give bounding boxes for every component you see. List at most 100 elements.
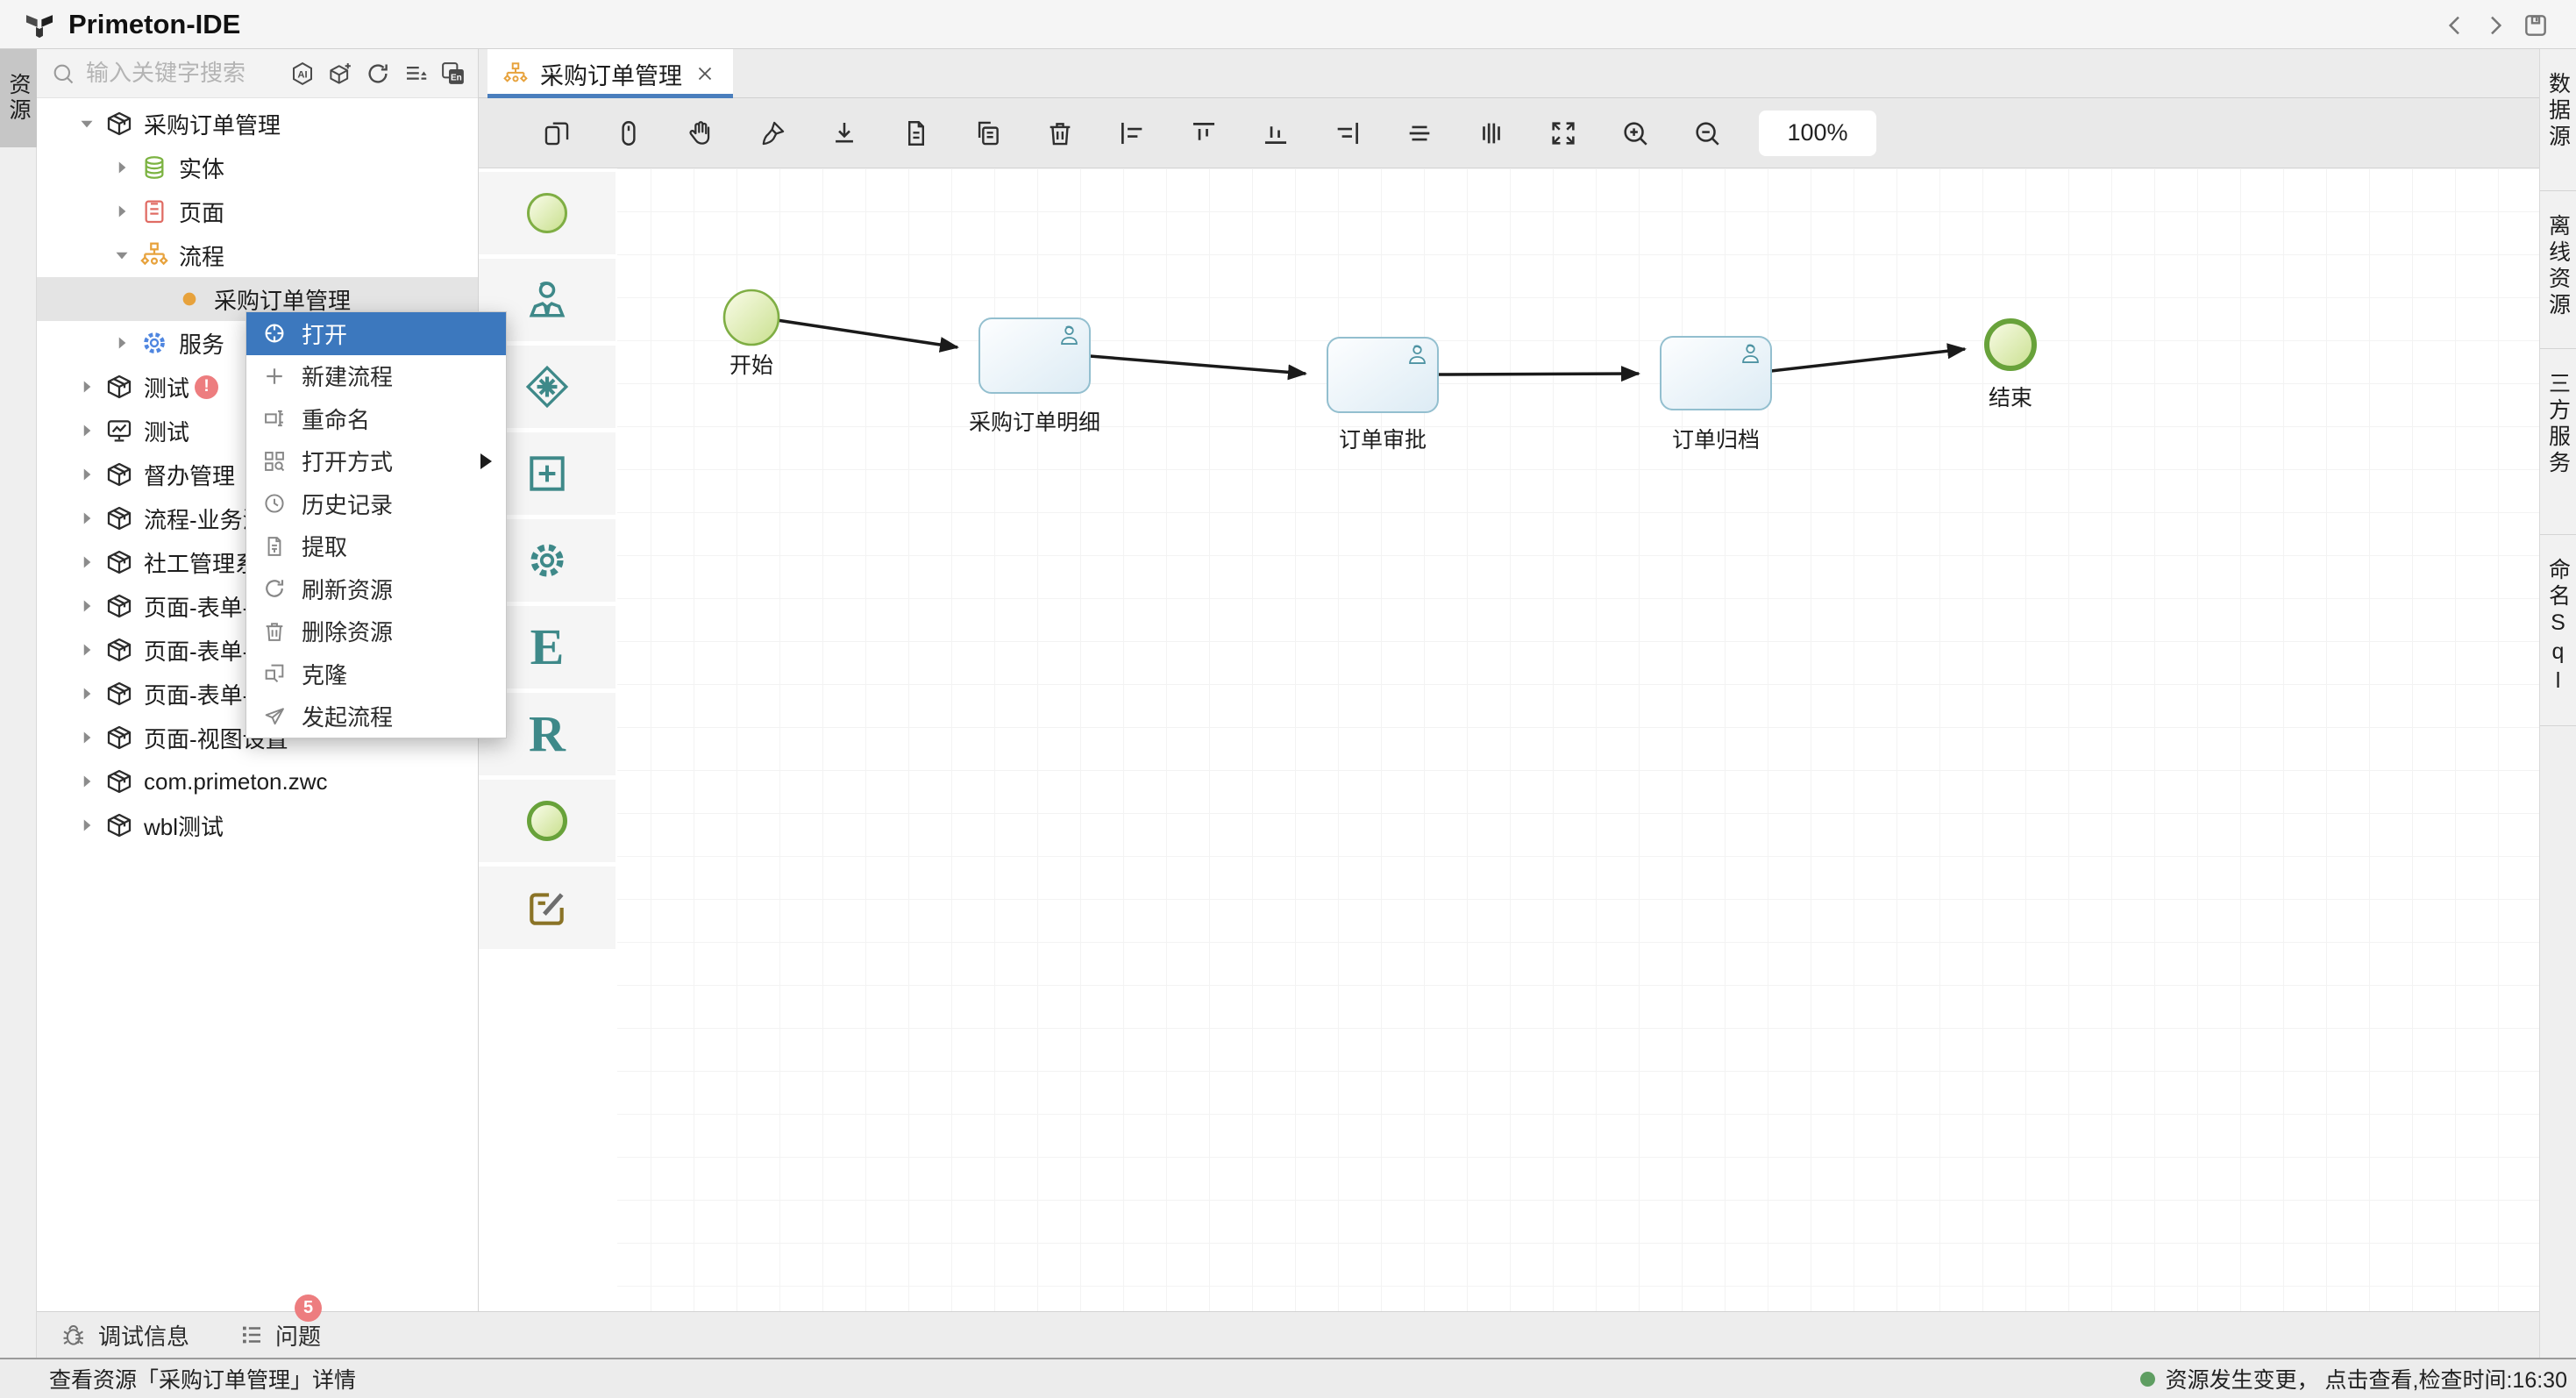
copy-frames-icon[interactable]: [542, 118, 572, 148]
context-menu-item[interactable]: 新建流程: [246, 355, 506, 398]
hand-pan-icon[interactable]: [686, 118, 715, 148]
align-right-icon[interactable]: [1333, 118, 1363, 148]
flow-canvas[interactable]: [479, 168, 2539, 1311]
context-menu-item[interactable]: 历史记录: [246, 482, 506, 525]
palette-start-event[interactable]: [479, 172, 616, 254]
flow-edges: [776, 318, 1967, 382]
problems-button[interactable]: 问题 5: [238, 1294, 323, 1352]
rail-tab-datasource[interactable]: 数据源: [2540, 49, 2576, 191]
problems-count-badge: 5: [295, 1294, 323, 1322]
context-menu-item[interactable]: 打开方式: [246, 440, 506, 483]
app-title: Primeton-IDE: [68, 9, 241, 39]
context-menu-item[interactable]: 发起流程: [246, 695, 506, 738]
package-icon: [105, 811, 133, 839]
ai-assistant-icon[interactable]: [289, 61, 316, 87]
tree-item[interactable]: 督办管理: [37, 453, 478, 496]
context-menu-item[interactable]: 打开: [246, 312, 506, 355]
tree-item[interactable]: 服务: [37, 321, 478, 365]
brush-clear-icon[interactable]: [758, 118, 787, 148]
rail-tab-offline-resources[interactable]: 离线资源: [2540, 191, 2576, 349]
tree-item[interactable]: com.primeton.zwc: [37, 760, 478, 803]
distribute-vertical-icon[interactable]: [1477, 118, 1506, 148]
fit-screen-icon[interactable]: [1548, 118, 1578, 148]
rail-tab-resources[interactable]: 资源: [0, 49, 37, 147]
translate-icon[interactable]: [440, 61, 466, 87]
context-menu-item[interactable]: 刷新资源: [246, 567, 506, 610]
history-icon: [262, 491, 287, 516]
warning-badge: !: [195, 374, 219, 399]
download-icon[interactable]: [829, 118, 859, 148]
resource-change-text: 资源发生变更， 点击查看,检查时间:16:30: [2165, 1368, 2567, 1393]
tree-item[interactable]: 页面: [37, 189, 478, 233]
align-top-icon[interactable]: [1189, 118, 1219, 148]
palette-end-event[interactable]: [479, 780, 616, 862]
problems-label: 问题: [275, 1323, 322, 1350]
menu-item-label: 发起流程: [302, 704, 394, 731]
title-bar: Primeton-IDE: [0, 0, 2576, 49]
task-node-order-archive[interactable]: [1660, 336, 1772, 410]
task-node-order-approval[interactable]: [1327, 337, 1439, 413]
zoom-level-display[interactable]: 100%: [1759, 110, 1876, 156]
package-icon: [105, 460, 133, 489]
plus-icon: [262, 364, 287, 389]
new-module-icon[interactable]: [327, 61, 353, 87]
tree-item[interactable]: 测试!: [37, 365, 478, 409]
refresh-icon: [262, 576, 287, 601]
package-icon: [105, 636, 133, 664]
menu-item-label: 打开方式: [302, 449, 394, 476]
tree-item[interactable]: 测试: [37, 409, 478, 453]
palette-form-edit[interactable]: [479, 867, 616, 949]
edge-task3-end: [1770, 343, 1967, 373]
context-menu-item[interactable]: 重命名: [246, 397, 506, 440]
align-center-horizontal-icon[interactable]: [1405, 118, 1434, 148]
context-menu-item[interactable]: 提取: [246, 525, 506, 568]
end-event-icon: [527, 801, 567, 841]
start-event-node[interactable]: [722, 289, 780, 346]
status-dot-icon: [2139, 1371, 2155, 1387]
rule-letter-icon: R: [529, 705, 566, 762]
document-icon[interactable]: [901, 118, 931, 148]
rail-tab-thirdparty-services[interactable]: 三方服务: [2540, 349, 2576, 535]
tree-item[interactable]: 流程: [37, 233, 478, 277]
context-menu-item[interactable]: 删除资源: [246, 610, 506, 653]
search-input[interactable]: [86, 60, 289, 87]
package-icon: [105, 373, 133, 401]
save-icon[interactable]: [2522, 11, 2550, 39]
rail-tab-named-sql[interactable]: 命名Sql: [2540, 535, 2576, 726]
debug-info-button[interactable]: 调试信息: [61, 1319, 189, 1352]
search-icon: [53, 64, 74, 83]
resource-change-notice[interactable]: 资源发生变更， 点击查看,检查时间:16:30: [2139, 1363, 2567, 1394]
tree-item-label: 实体: [179, 155, 225, 182]
end-event-node[interactable]: [1984, 318, 2037, 371]
entity-icon: [140, 153, 168, 182]
tree-item[interactable]: wbl测试: [37, 803, 478, 847]
submenu-arrow-icon: [480, 453, 492, 469]
task-node-purchase-order-detail[interactable]: [978, 317, 1091, 394]
editor-area: 采购订单管理 100%: [479, 49, 2539, 1311]
mouse-select-icon[interactable]: [614, 118, 644, 148]
tab-purchase-order-management[interactable]: 采购订单管理: [487, 49, 733, 98]
tree-item-label: 流程: [179, 243, 225, 270]
align-left-icon[interactable]: [1117, 118, 1147, 148]
extract-icon: [262, 534, 287, 559]
tree-item[interactable]: 采购订单管理: [37, 102, 478, 146]
rename-icon: [262, 406, 287, 431]
copy-icon[interactable]: [973, 118, 1003, 148]
nav-back-icon[interactable]: [2441, 11, 2469, 39]
refresh-icon[interactable]: [365, 61, 391, 87]
active-tab-underline: [487, 94, 733, 98]
dot-icon: [175, 285, 203, 313]
zoom-out-icon[interactable]: [1692, 118, 1722, 148]
menu-item-label: 重命名: [302, 406, 371, 433]
zoom-in-icon[interactable]: [1620, 118, 1650, 148]
delete-icon[interactable]: [1045, 118, 1075, 148]
sort-filter-icon[interactable]: [402, 61, 429, 87]
tree-item-label: 测试: [144, 418, 190, 446]
status-bar: 查看资源「采购订单管理」详情 资源发生变更， 点击查看,检查时间:16:30: [0, 1358, 2576, 1398]
context-menu-item[interactable]: 克隆: [246, 653, 506, 695]
tree-item[interactable]: 实体: [37, 146, 478, 189]
right-rail: 数据源 离线资源 三方服务 命名Sql: [2539, 49, 2576, 1358]
nav-forward-icon[interactable]: [2481, 11, 2509, 39]
tab-close-icon[interactable]: [694, 63, 715, 84]
align-bottom-icon[interactable]: [1261, 118, 1291, 148]
